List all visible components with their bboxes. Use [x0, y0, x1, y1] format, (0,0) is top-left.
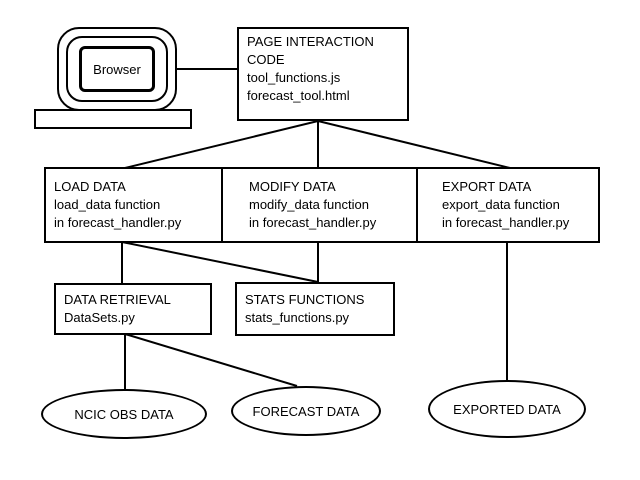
page-interaction-box: PAGE INTERACTION CODE tool_functions.js …	[237, 27, 409, 121]
load-data-line-3: in forecast_handler.py	[54, 215, 182, 230]
load-data-box: LOAD DATA load_data function in forecast…	[44, 167, 223, 243]
data-retrieval-box: DATA RETRIEVAL DataSets.py	[54, 283, 212, 335]
modify-data-line-3: in forecast_handler.py	[249, 215, 377, 230]
stats-functions-line-1: STATS FUNCTIONS	[245, 292, 365, 307]
data-retrieval-line-2: DataSets.py	[64, 310, 135, 325]
page-interaction-line-4: forecast_tool.html	[247, 88, 350, 103]
load-data-line-2: load_data function	[54, 197, 161, 212]
exported-data-oval: EXPORTED DATA	[428, 380, 586, 438]
computer-base	[34, 109, 192, 129]
page-interaction-line-2: CODE	[247, 52, 285, 67]
data-retrieval-line-1: DATA RETRIEVAL	[64, 292, 171, 307]
export-data-box: EXPORT DATA export_data function in fore…	[416, 167, 600, 243]
browser-label: Browser	[79, 46, 155, 92]
page-to-load-line	[124, 120, 319, 169]
modify-data-line-1: MODIFY DATA	[249, 179, 336, 194]
forecast-data-oval: FORECAST DATA	[231, 386, 381, 436]
export-data-line-1: EXPORT DATA	[442, 179, 532, 194]
page-interaction-line-3: tool_functions.js	[247, 70, 341, 85]
load-to-stats-line	[121, 241, 319, 283]
retrieval-to-forecast-line	[124, 333, 298, 387]
stats-functions-box: STATS FUNCTIONS stats_functions.py	[235, 282, 395, 336]
export-data-line-3: in forecast_handler.py	[442, 215, 570, 230]
modify-data-box: MODIFY DATA modify_data function in fore…	[221, 167, 418, 243]
export-data-line-2: export_data function	[442, 197, 560, 212]
modify-data-line-2: modify_data function	[249, 197, 369, 212]
stats-functions-line-2: stats_functions.py	[245, 310, 350, 325]
load-data-line-1: LOAD DATA	[54, 179, 126, 194]
page-to-export-line	[317, 120, 511, 169]
ncic-obs-data-oval: NCIC OBS DATA	[41, 389, 207, 439]
page-interaction-line-1: PAGE INTERACTION	[247, 34, 374, 49]
